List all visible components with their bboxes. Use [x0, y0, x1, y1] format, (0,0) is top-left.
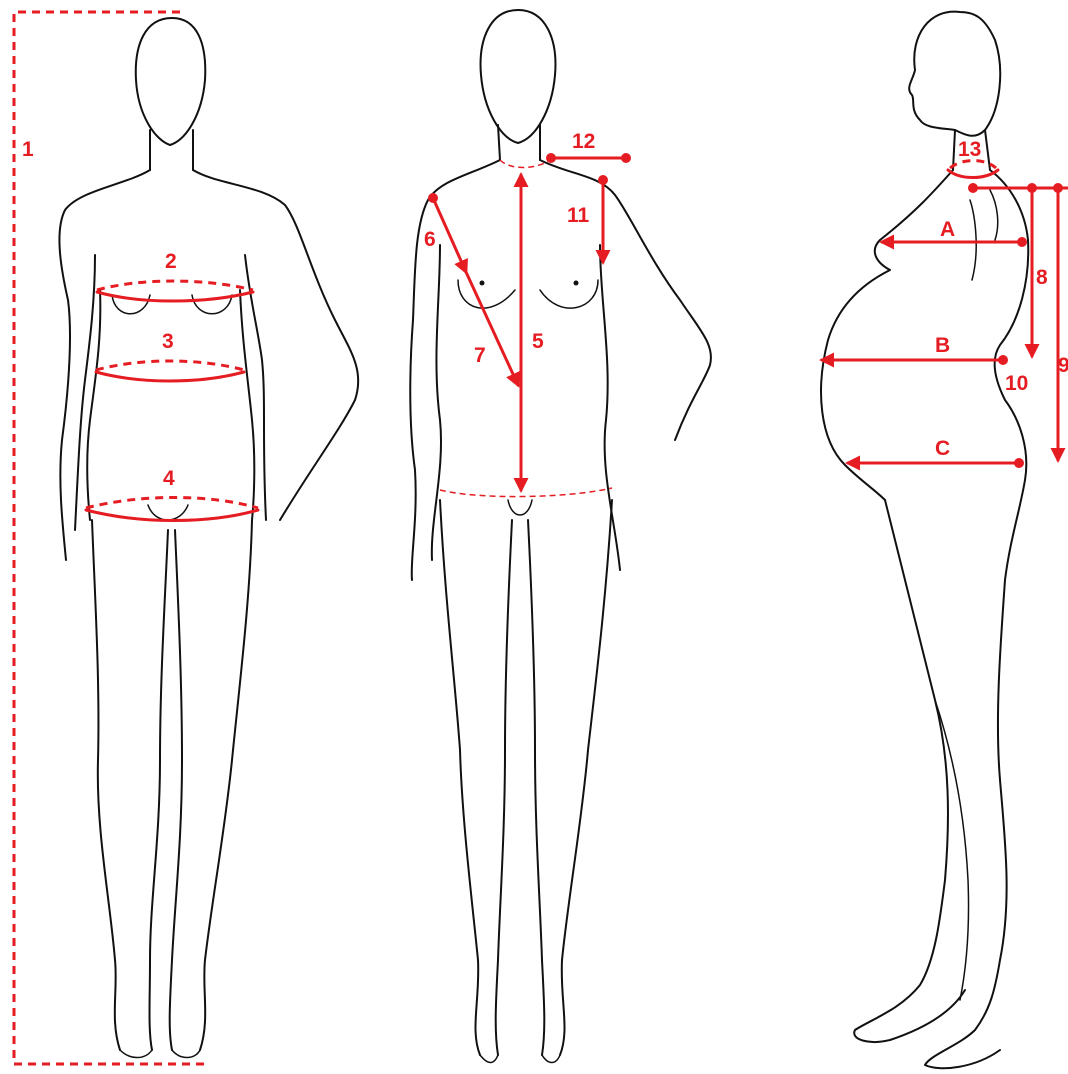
waistline-marker	[440, 488, 612, 497]
measurement-shoulder-width	[546, 153, 631, 163]
label-7: 7	[474, 344, 486, 367]
label-8: 8	[1036, 266, 1048, 289]
label-2: 2	[165, 250, 177, 273]
label-3: 3	[162, 330, 174, 353]
figure-front-lengths	[410, 10, 711, 1063]
label-10: 10	[1005, 372, 1028, 395]
label-B: B	[935, 334, 950, 357]
measurement-waist-girth	[96, 361, 244, 381]
label-C: C	[935, 437, 950, 460]
measurement-B-belly-depth	[822, 355, 1008, 365]
label-A: A	[940, 218, 955, 241]
label-9: 9	[1058, 354, 1068, 377]
measurement-shoulder-reference	[968, 183, 1068, 193]
label-12: 12	[572, 130, 595, 153]
label-6: 6	[424, 228, 436, 251]
measurement-hip-girth	[86, 498, 258, 521]
label-13: 13	[958, 138, 981, 161]
measurement-shoulder-to-waist	[466, 272, 518, 385]
measurement-height-frame	[14, 12, 210, 1064]
figure-front-girths	[59, 18, 358, 1058]
label-4: 4	[163, 467, 175, 490]
label-11: 11	[567, 204, 590, 227]
measurement-bust-girth	[97, 281, 253, 301]
label-1: 1	[22, 138, 34, 161]
label-5: 5	[532, 330, 544, 353]
